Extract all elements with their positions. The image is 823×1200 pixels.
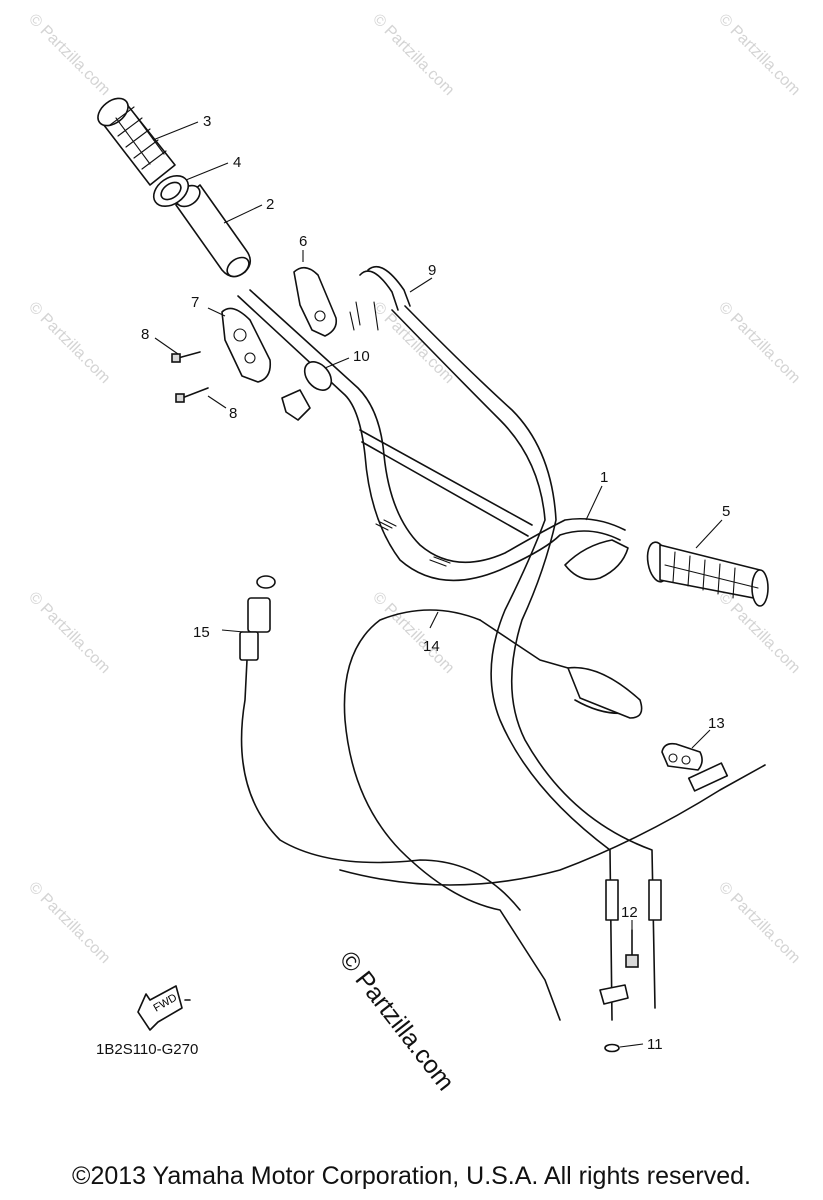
watermark-tile: © Partzilla.com [369, 589, 457, 677]
callout-14: 14 [423, 638, 440, 655]
callout-numbers: 3 4 2 6 9 7 8 10 8 1 5 15 14 13 12 11 [141, 113, 730, 1053]
callout-10: 9 [428, 262, 436, 279]
callout-11: 11 [647, 1036, 663, 1053]
callout-6: 6 [299, 233, 307, 250]
watermark-tile: © Partzilla.com [715, 879, 803, 967]
watermark-tile: © Partzilla.com [25, 11, 113, 99]
cable-clamp [661, 742, 703, 771]
callout-15: 15 [193, 624, 210, 641]
screws [171, 351, 209, 403]
right-grip [564, 539, 769, 607]
handlebar [237, 289, 626, 582]
callout-leaders [152, 121, 723, 1048]
callout-7: 7 [191, 294, 199, 311]
watermark-tile: © Partzilla.com [715, 299, 803, 387]
left-grip [97, 97, 176, 186]
callout-8-upper: 8 [141, 326, 149, 343]
throttle-housing [221, 307, 272, 383]
throttle-housing-cap [293, 266, 338, 337]
lever-holder [281, 361, 333, 421]
callout-4: 4 [233, 154, 241, 171]
callout-12: 12 [621, 904, 638, 921]
callout-3: 3 [203, 113, 211, 130]
watermark-tile: © Partzilla.com [369, 11, 457, 99]
callout-1: 1 [600, 469, 608, 486]
watermark-tile: © Partzilla.com [25, 879, 113, 967]
cable-adjuster-bolt [599, 929, 639, 1005]
watermark-tile: © Partzilla.com [715, 11, 803, 99]
clutch-cable [184, 609, 766, 1021]
callout-2: 2 [266, 196, 274, 213]
callout-8-lower: 8 [229, 405, 237, 422]
watermark-tile: © Partzilla.com [25, 589, 113, 677]
callout-13: 13 [708, 715, 725, 732]
diagram-code: 1B2S110-G270 [96, 1041, 199, 1058]
o-ring [604, 1043, 620, 1053]
watermark-tile: © Partzilla.com [369, 299, 457, 387]
fwd-arrow: FWD [137, 985, 183, 1031]
throttle-grip-tube [175, 184, 252, 278]
callout-5: 5 [722, 503, 730, 520]
throttle-cables [349, 265, 662, 1021]
watermark-tile: © Partzilla.com [25, 299, 113, 387]
callout-9: 10 [353, 348, 370, 365]
hot-start-cable [239, 575, 521, 911]
copyright-notice: ©2013 Yamaha Motor Corporation, U.S.A. A… [72, 1162, 751, 1190]
